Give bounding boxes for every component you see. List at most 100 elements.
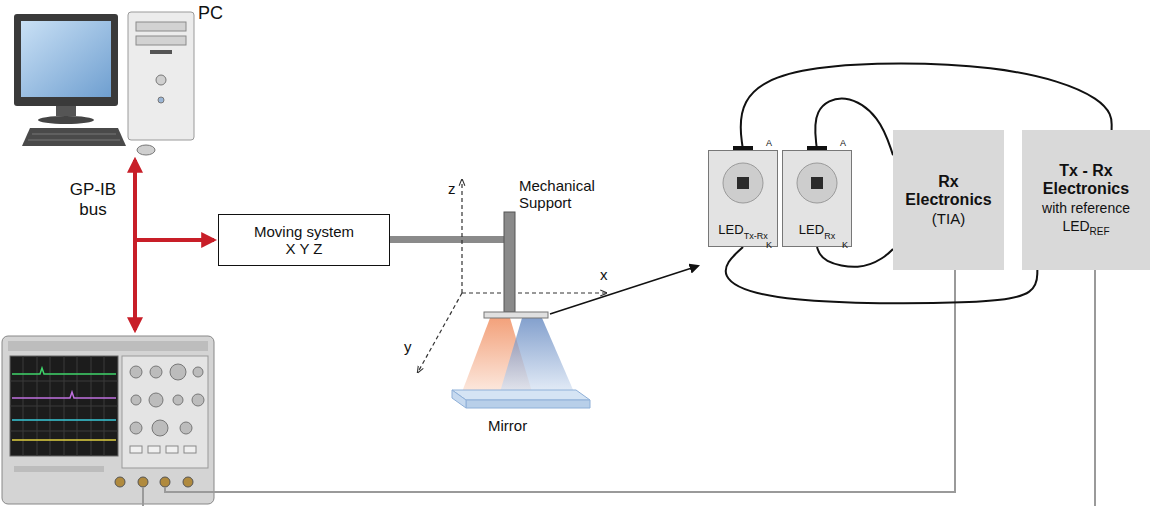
- oscilloscope: [2, 336, 214, 504]
- node-text: Tx - Rx Electronicswith reference LEDREF: [1034, 162, 1138, 238]
- oscilloscope: [138, 477, 148, 487]
- oscilloscope: [130, 366, 142, 378]
- pin-name: A: [766, 138, 772, 148]
- led-lens: [709, 151, 779, 211]
- oscilloscope: [10, 381, 118, 382]
- oscilloscope: [149, 393, 163, 407]
- node-text: LEDTx-Rx: [718, 220, 767, 241]
- node-label: Rx Electronics: [900, 173, 997, 210]
- light-beams: [462, 318, 574, 392]
- pin-name: A: [766, 138, 772, 148]
- oscilloscope: [2, 336, 214, 504]
- subscript-text: REF: [1090, 226, 1110, 237]
- node-label: LED: [718, 222, 743, 237]
- gpib-bus-arrows: [135, 160, 214, 330]
- pc-computer: [14, 14, 118, 106]
- oscilloscope: [130, 446, 142, 453]
- subscript-text: Rx: [824, 231, 835, 241]
- mechanical-support: [504, 212, 515, 312]
- oscilloscope: [150, 366, 162, 378]
- axes: [461, 180, 462, 293]
- oscilloscope: [160, 477, 170, 487]
- oscilloscope: [8, 341, 208, 351]
- part-label: Mirror: [488, 417, 527, 434]
- node-label: Tx - Rx Electronics: [1034, 162, 1138, 199]
- pc-computer: [56, 106, 76, 116]
- node-label: with reference LED: [1042, 200, 1130, 234]
- oscilloscope: [192, 394, 204, 406]
- pc-computer: [32, 134, 116, 135]
- part-label: Mechanical Support: [519, 177, 595, 211]
- wire: [815, 98, 893, 155]
- bus-label: GP-IB bus: [62, 180, 124, 219]
- oscilloscope: [12, 439, 116, 441]
- bus-label: GP-IB bus: [70, 180, 116, 219]
- pc-computer: [21, 21, 111, 97]
- oscilloscope: [12, 392, 116, 398]
- oscilloscope: [122, 356, 208, 468]
- axis-label: z: [448, 180, 456, 197]
- process-box: Moving system X Y Z: [218, 214, 390, 266]
- pc-computer: [137, 145, 155, 155]
- pc-computer: [150, 50, 172, 54]
- node-text: Moving system X Y Z: [248, 223, 360, 258]
- pc-computer: [14, 12, 194, 155]
- pin-name: K: [766, 240, 772, 250]
- axes: [418, 293, 462, 372]
- light-beams: [500, 318, 574, 392]
- oscilloscope: [130, 446, 196, 453]
- zoom-arrow: [550, 266, 698, 314]
- oscilloscope: [131, 395, 141, 405]
- pc-computer: [28, 140, 120, 141]
- signal-wires: [1094, 270, 1096, 506]
- oscilloscope: [12, 368, 116, 374]
- oscilloscope: [130, 422, 142, 434]
- oscilloscope: [148, 446, 160, 453]
- signal-wires: [143, 270, 1095, 506]
- oscilloscope: [115, 477, 125, 487]
- support-arm: [390, 236, 504, 243]
- oscilloscope: [183, 477, 193, 487]
- pc-computer: [136, 36, 186, 45]
- signal-wires: [142, 487, 144, 506]
- pin-name: A: [840, 138, 846, 148]
- axis-label: x: [600, 266, 608, 283]
- led-die: [737, 177, 749, 189]
- oscilloscope: [10, 356, 118, 456]
- oscilloscope: [14, 466, 104, 472]
- led-lens: [797, 163, 837, 203]
- signal-wires: [165, 270, 955, 492]
- oscilloscope: [10, 406, 118, 407]
- mirror: [452, 390, 590, 400]
- axis-label: y: [404, 338, 412, 355]
- gpib-bus-arrows: [133, 160, 137, 330]
- node-text: Rx Electronics(TIA): [900, 173, 997, 227]
- pc-computer: [38, 116, 94, 124]
- pin-name: K: [842, 240, 848, 250]
- pin-name: K: [766, 240, 772, 250]
- mirror: [466, 400, 590, 408]
- node-label: Moving system X Y Z: [248, 223, 360, 258]
- oscilloscope: [12, 419, 116, 421]
- oscilloscope: [180, 422, 192, 434]
- pin-name: K: [842, 240, 848, 250]
- mirror: [452, 390, 466, 408]
- wire: [817, 247, 893, 267]
- node-label: LED: [799, 222, 824, 237]
- oscilloscope: [152, 420, 168, 436]
- oscilloscope: [115, 477, 193, 487]
- oscilloscope: [184, 446, 196, 453]
- pc-computer: [136, 22, 186, 31]
- oscilloscope: [170, 364, 186, 380]
- led-lens: [723, 163, 763, 203]
- oscilloscope: [173, 395, 183, 405]
- oscilloscope: [193, 367, 203, 377]
- led-component: LEDTx-Rx: [708, 150, 778, 247]
- oscilloscope: [130, 364, 204, 436]
- oscilloscope: [166, 446, 178, 453]
- led-die: [811, 177, 823, 189]
- axis-label: x: [600, 266, 608, 283]
- led-lens: [783, 151, 853, 211]
